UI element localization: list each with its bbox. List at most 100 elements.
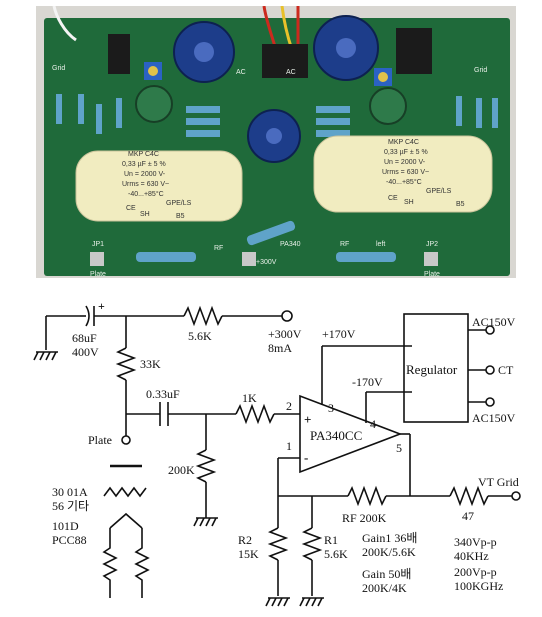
white-wire xyxy=(52,6,77,42)
silk-ac-right: AC xyxy=(286,69,296,76)
ac-top: AC150V xyxy=(472,315,516,329)
cap-voltage: 400V xyxy=(72,345,99,359)
tube1-label: 30 01A xyxy=(52,485,88,499)
cap-right-l1: MKP C4C xyxy=(388,139,419,146)
r-plate-value: 33K xyxy=(140,357,161,371)
terminal-ac-top xyxy=(485,325,495,335)
terminal-plate-right xyxy=(424,252,438,266)
resistor-bottom-right xyxy=(336,252,396,262)
connector-right xyxy=(396,28,432,74)
terminal-ac-bottom xyxy=(485,397,495,407)
cap-right-l3: Un = 2000 V- xyxy=(384,159,426,166)
terminal-plate xyxy=(121,435,131,445)
resistor-array-left xyxy=(56,94,220,137)
film-cap-right xyxy=(313,135,493,213)
resistor-rf-200k xyxy=(347,485,387,507)
film-cap-left xyxy=(75,150,243,222)
cap-right-l6: GPE/LS xyxy=(426,188,452,195)
cap-left-l3: Un = 2000 V- xyxy=(124,171,166,178)
pin4: 4 xyxy=(370,417,376,431)
r-out-value: 47 xyxy=(462,509,474,523)
pos-rail: +170V xyxy=(322,327,356,341)
green-cap-left xyxy=(135,85,173,123)
spec1-label: 340Vp-p xyxy=(454,535,497,549)
hv-supply: +300V xyxy=(268,327,302,341)
opamp-minus: - xyxy=(304,450,308,465)
pcb-photo: MKP C4C 0,33 µF ± 5 % Un = 2000 V- Urms … xyxy=(36,6,516,278)
resistor-33k xyxy=(115,347,137,381)
opamp-label: PA340CC xyxy=(310,428,362,443)
silk-plate-right: Plate xyxy=(424,271,440,278)
cap-left-l2: 0,33 µF ± 5 % xyxy=(122,161,166,168)
cap-right-l4: Urms = 630 V~ xyxy=(382,169,429,176)
resistor-r2 xyxy=(267,527,289,561)
tube2-label: 101D xyxy=(52,519,79,533)
r1-value: 5.6K xyxy=(324,547,348,561)
silk-grid-right: Grid xyxy=(474,67,487,74)
r1-label: R1 xyxy=(324,533,338,547)
ground-symbol-grid xyxy=(193,517,218,527)
pin1: 1 xyxy=(286,439,292,453)
rf-value: RF 200K xyxy=(342,511,387,525)
ground-symbol-cap xyxy=(33,351,58,361)
capacitor-68uf xyxy=(80,305,184,327)
tube-grid-symbol xyxy=(103,486,147,498)
silk-ac-left: AC xyxy=(236,69,246,76)
opamp-pa340cc xyxy=(299,394,403,474)
neg-rail: -170V xyxy=(352,375,383,389)
cap-right-l9: B5 xyxy=(456,201,465,208)
connector-left xyxy=(108,34,130,74)
silk-grid-left: Grid xyxy=(52,65,65,72)
cap-value: 68uF xyxy=(72,331,97,345)
tube-heater-left xyxy=(102,528,118,598)
cap-left-l8: SH xyxy=(140,211,150,218)
cap-right-l7: CE xyxy=(388,195,398,202)
regulator-box xyxy=(403,313,469,423)
cap-left-l7: CE xyxy=(126,205,136,212)
resistor-r1 xyxy=(301,527,323,561)
ac-bottom: AC150V xyxy=(472,411,516,425)
silk-jp1: JP1 xyxy=(92,241,104,248)
ground-symbol-r2 xyxy=(265,597,290,607)
silk-rf-left: RF xyxy=(214,245,223,252)
resistor-5-6k xyxy=(183,305,223,327)
silk-hv: +300V xyxy=(256,259,277,266)
spec2-freq: 100KGHz xyxy=(454,579,503,593)
resistor-1k xyxy=(235,403,275,425)
opamp-plus: + xyxy=(304,412,311,427)
terminal-hv-supply xyxy=(281,310,293,322)
terminal-hv xyxy=(242,252,256,266)
resistor-bottom-mid xyxy=(246,220,296,246)
cap-right-l2: 0,33 µF ± 5 % xyxy=(384,149,428,156)
green-cap-right xyxy=(369,87,407,125)
cap-left-l9: B5 xyxy=(176,213,185,220)
cap-right-l8: SH xyxy=(404,199,414,206)
cap-plus: + xyxy=(98,299,105,313)
pin5: 5 xyxy=(396,441,402,455)
gain1-value: 200K/5.6K xyxy=(362,545,416,559)
r2-label: R2 xyxy=(238,533,252,547)
resistor-array-right xyxy=(316,96,498,137)
terminal-ct xyxy=(485,365,495,375)
silk-jp2: JP2 xyxy=(426,241,438,248)
pin3: 3 xyxy=(328,401,334,415)
spec1-freq: 40KHz xyxy=(454,549,489,563)
resistor-bottom-left xyxy=(136,252,196,262)
vt-grid-label: VT Grid xyxy=(478,475,519,489)
silk-board-name: PA340 xyxy=(280,241,301,248)
terminal-vt-grid xyxy=(511,491,521,501)
cap-right-l5: -40...+85°C xyxy=(386,178,422,186)
r2-value: 15K xyxy=(238,547,259,561)
gain1-label: Gain1 36배 xyxy=(362,531,417,545)
silk-rf-right: RF xyxy=(340,241,349,248)
plate-label: Plate xyxy=(88,433,112,447)
resistor-47 xyxy=(449,485,489,507)
pin2: 2 xyxy=(286,399,292,413)
hv-current: 8mA xyxy=(268,341,292,355)
regulator-label: Regulator xyxy=(406,362,458,377)
tube1b-label: 56 기타 xyxy=(52,499,89,513)
gain2-label: Gain 50배 xyxy=(362,567,411,581)
gain2-value: 200K/4K xyxy=(362,581,407,595)
r-in-value: 1K xyxy=(242,391,257,405)
spec2-label: 200Vp-p xyxy=(454,565,497,579)
